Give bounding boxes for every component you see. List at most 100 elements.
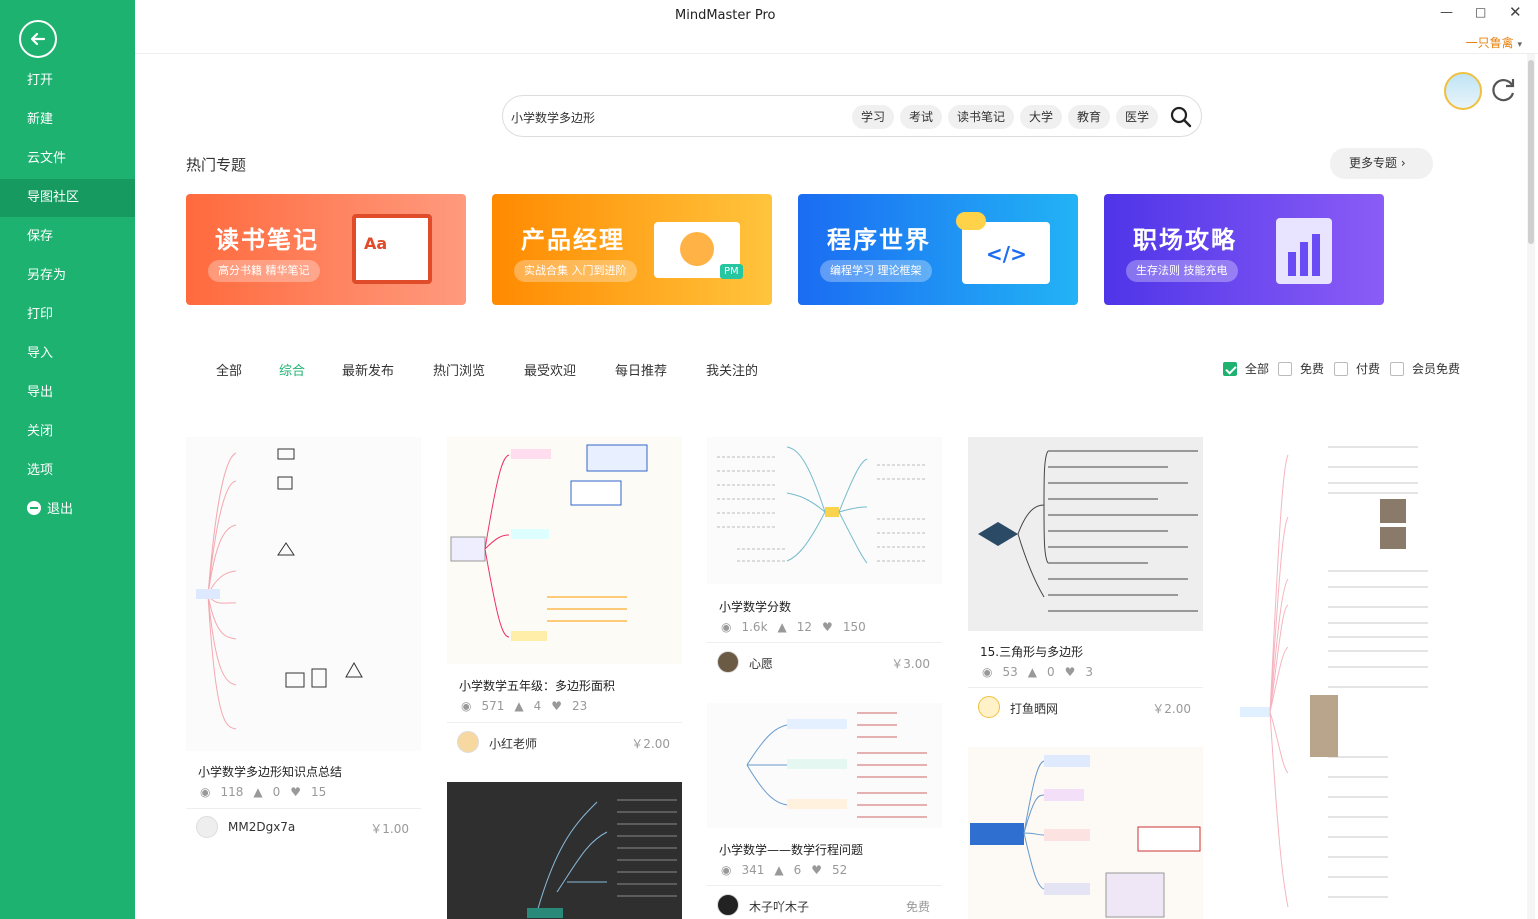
card-title[interactable]: 小学数学五年级：多边形面积 xyxy=(459,679,616,693)
template-card[interactable]: 小学数学——数学行程问题 ◉341▲6♥52 木子吖木子 免费 xyxy=(707,703,942,919)
eye-icon: ◉ xyxy=(200,785,211,799)
template-card[interactable] xyxy=(968,747,1203,919)
banner-title: 读书笔记 xyxy=(215,226,319,254)
sidebar-item-open[interactable]: 打开 xyxy=(27,73,54,88)
price: ￥2.00 xyxy=(631,737,670,751)
search-input[interactable]: 小学数学多边形 xyxy=(511,111,596,125)
minimize-icon[interactable]: — xyxy=(1440,5,1453,20)
template-card[interactable]: 小学数学多边形知识点总结 ◉118▲0♥15 MM2Dgx7a ￥1.00 xyxy=(186,437,421,849)
filter-paid[interactable]: 付费 xyxy=(1334,360,1380,377)
tab-hot-browse[interactable]: 热门浏览 xyxy=(433,364,486,379)
search-chip[interactable]: 考试 xyxy=(900,105,943,129)
close-icon[interactable]: ✕ xyxy=(1509,3,1522,21)
divider xyxy=(968,687,1203,688)
sidebar-item-exit[interactable]: 退出 xyxy=(0,491,135,529)
tab-following[interactable]: 我关注的 xyxy=(706,364,759,379)
search-chip[interactable]: 读书笔记 xyxy=(948,105,1015,129)
sidebar-item-import[interactable]: 导入 xyxy=(27,346,54,361)
maximize-icon[interactable]: □ xyxy=(1475,5,1487,19)
search-chip[interactable]: 学习 xyxy=(852,105,895,129)
search-chip[interactable]: 大学 xyxy=(1020,105,1063,129)
tab-general[interactable]: 综合 xyxy=(279,364,306,379)
author-name[interactable]: 小红老师 xyxy=(489,737,538,751)
sidebar-item-options[interactable]: 选项 xyxy=(27,463,54,478)
banner-reading-notes[interactable]: 读书笔记 高分书籍 精华笔记 Aa xyxy=(186,194,466,305)
template-card[interactable]: 小学数学分数 ◉1.6k▲12♥150 心愿 ￥3.00 xyxy=(707,437,942,682)
checkbox-icon[interactable] xyxy=(1278,362,1292,376)
tab-daily-pick[interactable]: 每日推荐 xyxy=(615,364,668,379)
author-avatar[interactable] xyxy=(457,731,479,753)
banner-product-manager[interactable]: 产品经理 实战合集 入门到进阶 PM xyxy=(492,194,772,305)
filter-member-free[interactable]: 会员免费 xyxy=(1390,360,1460,377)
more-topics-button[interactable]: 更多专题 › xyxy=(1330,148,1433,179)
scrollbar-thumb[interactable] xyxy=(1528,60,1534,244)
divider xyxy=(707,885,942,886)
template-card[interactable]: 15.三角形与多边形 ◉53▲0♥3 打鱼晒网 ￥2.00 xyxy=(968,437,1203,727)
card-stats: ◉53▲0♥3 xyxy=(982,665,1103,679)
search-bar[interactable]: 小学数学多边形 学习 考试 读书笔记 大学 教育 医学 xyxy=(502,95,1202,137)
tab-most-liked[interactable]: 最受欢迎 xyxy=(524,364,577,379)
sidebar-item-save-as[interactable]: 另存为 xyxy=(27,268,67,283)
thumb-up-icon: ▲ xyxy=(253,785,263,799)
search-chip[interactable]: 教育 xyxy=(1068,105,1111,129)
view-count: 571 xyxy=(481,699,505,713)
tab-latest[interactable]: 最新发布 xyxy=(342,364,395,379)
banner-title: 产品经理 xyxy=(521,226,625,254)
exit-label: 退出 xyxy=(47,502,74,517)
tab-all[interactable]: 全部 xyxy=(216,364,243,379)
favorite-count: 3 xyxy=(1085,665,1094,679)
checkbox-checked-icon[interactable] xyxy=(1223,362,1237,376)
mindmap-thumbnail xyxy=(447,437,682,664)
sidebar-item-save[interactable]: 保存 xyxy=(27,229,54,244)
code-window-icon: </> xyxy=(956,208,1056,290)
checkbox-icon[interactable] xyxy=(1390,362,1404,376)
template-card[interactable] xyxy=(1238,437,1473,919)
author-name[interactable]: 木子吖木子 xyxy=(749,900,810,914)
search-chip[interactable]: 医学 xyxy=(1116,105,1159,129)
search-icon[interactable] xyxy=(1169,105,1193,129)
author-name[interactable]: MM2Dgx7a xyxy=(228,820,296,834)
sidebar-item-export[interactable]: 导出 xyxy=(27,385,54,400)
author-name[interactable]: 打鱼晒网 xyxy=(1010,702,1059,716)
thumb-up-icon: ▲ xyxy=(774,863,784,877)
sidebar-item-print[interactable]: 打印 xyxy=(27,307,54,322)
banner-programming[interactable]: 程序世界 编程学习 理论框架 </> xyxy=(798,194,1078,305)
caret-down-icon: ▾ xyxy=(1517,40,1522,50)
back-button[interactable] xyxy=(19,20,57,58)
author-name[interactable]: 心愿 xyxy=(749,657,774,671)
refresh-icon[interactable] xyxy=(1490,76,1518,104)
card-title[interactable]: 小学数学分数 xyxy=(719,600,792,614)
mindmap-thumbnail xyxy=(1238,437,1473,919)
heart-icon: ♥ xyxy=(551,699,563,713)
author-avatar[interactable] xyxy=(717,651,739,673)
banner-career[interactable]: 职场攻略 生存法则 技能充电 xyxy=(1104,194,1384,305)
author-avatar[interactable] xyxy=(978,696,1000,718)
sidebar-item-new[interactable]: 新建 xyxy=(27,112,54,127)
scrollbar-track[interactable] xyxy=(1527,54,1535,919)
sidebar-item-close[interactable]: 关闭 xyxy=(27,424,54,439)
checkbox-icon[interactable] xyxy=(1334,362,1348,376)
code-glyph: </> xyxy=(986,242,1027,266)
card-title[interactable]: 15.三角形与多边形 xyxy=(980,645,1084,659)
price: ￥3.00 xyxy=(891,657,930,671)
sidebar-item-community[interactable]: 导图社区 xyxy=(0,179,135,217)
author-avatar[interactable] xyxy=(196,816,218,838)
banner-title: 职场攻略 xyxy=(1133,226,1237,254)
filter-all[interactable]: 全部 xyxy=(1223,360,1269,377)
eye-icon: ◉ xyxy=(721,863,732,877)
card-stats: ◉118▲0♥15 xyxy=(200,785,336,799)
title-bar: MindMaster Pro — □ ✕ 一只鲁禽 ▾ xyxy=(135,0,1538,54)
template-card[interactable]: 小学数学五年级：多边形面积 ◉571▲4♥23 小红老师 ￥2.00 xyxy=(447,437,682,762)
sidebar-item-cloud-files[interactable]: 云文件 xyxy=(27,151,67,166)
filter-free[interactable]: 免费 xyxy=(1278,360,1324,377)
filter-label: 付费 xyxy=(1356,362,1381,376)
user-menu[interactable]: 一只鲁禽 ▾ xyxy=(1466,34,1522,51)
card-title[interactable]: 小学数学——数学行程问题 xyxy=(719,843,864,857)
author-avatar[interactable] xyxy=(717,894,739,916)
user-avatar[interactable] xyxy=(1444,72,1482,110)
card-title[interactable]: 小学数学多边形知识点总结 xyxy=(198,765,343,779)
template-card[interactable] xyxy=(447,782,682,919)
thumb-up-icon: ▲ xyxy=(514,699,524,713)
like-count: 4 xyxy=(533,699,542,713)
like-count: 0 xyxy=(272,785,281,799)
